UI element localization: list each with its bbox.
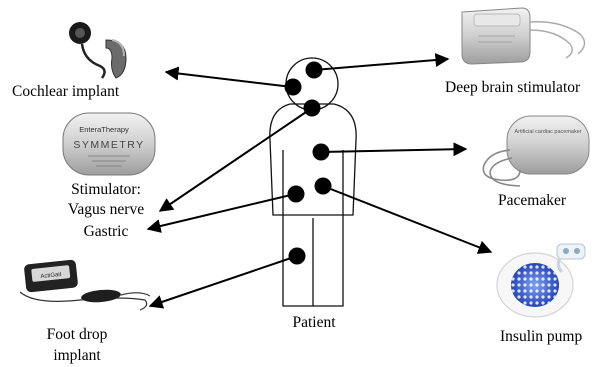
site-abdomen — [314, 177, 332, 195]
site-leg — [288, 247, 306, 265]
arrow-cochlear — [164, 66, 293, 88]
foot-drop-image: ActiGait — [19, 259, 151, 311]
label-insulin-pump: Insulin pump — [500, 328, 582, 345]
stimulator-model-text: SYMMETRY — [73, 139, 144, 151]
label-deep-brain-stimulator: Deep brain stimulator — [445, 79, 581, 96]
label-cochlear-implant: Cochlear implant — [12, 83, 120, 100]
site-neck — [303, 99, 321, 117]
stimulator-image: EnteraTherapy SYMMETRY — [62, 112, 156, 176]
pacemaker-image: Artificial cardiac pacemaker — [482, 115, 590, 187]
arrow-foot — [148, 255, 298, 309]
patient-figure — [269, 57, 357, 307]
site-head-top — [305, 61, 323, 79]
arrow-pacemaker — [320, 142, 468, 157]
label-vagus-nerve: Vagus nerve — [68, 201, 144, 218]
labels: Cochlear implant Deep brain stimulator S… — [12, 79, 582, 364]
pacemaker-brand-text: Artificial cardiac pacemaker — [514, 129, 581, 135]
patient-torso — [269, 103, 357, 307]
insulin-pump-image — [496, 243, 586, 318]
label-pacemaker: Pacemaker — [498, 192, 567, 209]
arrow-insulin — [322, 185, 493, 254]
arrow-gastric — [146, 193, 296, 233]
site-chest — [312, 143, 330, 161]
site-head-left — [284, 78, 302, 96]
label-foot-drop: Foot drop — [47, 326, 108, 343]
label-stimulator: Stimulator: — [71, 181, 141, 198]
arrow-dbs — [313, 53, 450, 71]
foot-device-brand-text: ActiGait — [40, 272, 62, 280]
stimulator-brand-text: EnteraTherapy — [79, 125, 129, 134]
dbs-image — [461, 7, 586, 65]
site-stomach — [287, 185, 305, 203]
connector-arrows — [146, 53, 493, 309]
cochlear-implant-image — [69, 22, 127, 79]
arrow-vagus — [158, 107, 313, 212]
label-implant: implant — [53, 347, 101, 364]
label-patient: Patient — [292, 314, 336, 331]
label-gastric: Gastric — [84, 223, 129, 240]
implant-sites — [284, 61, 332, 265]
